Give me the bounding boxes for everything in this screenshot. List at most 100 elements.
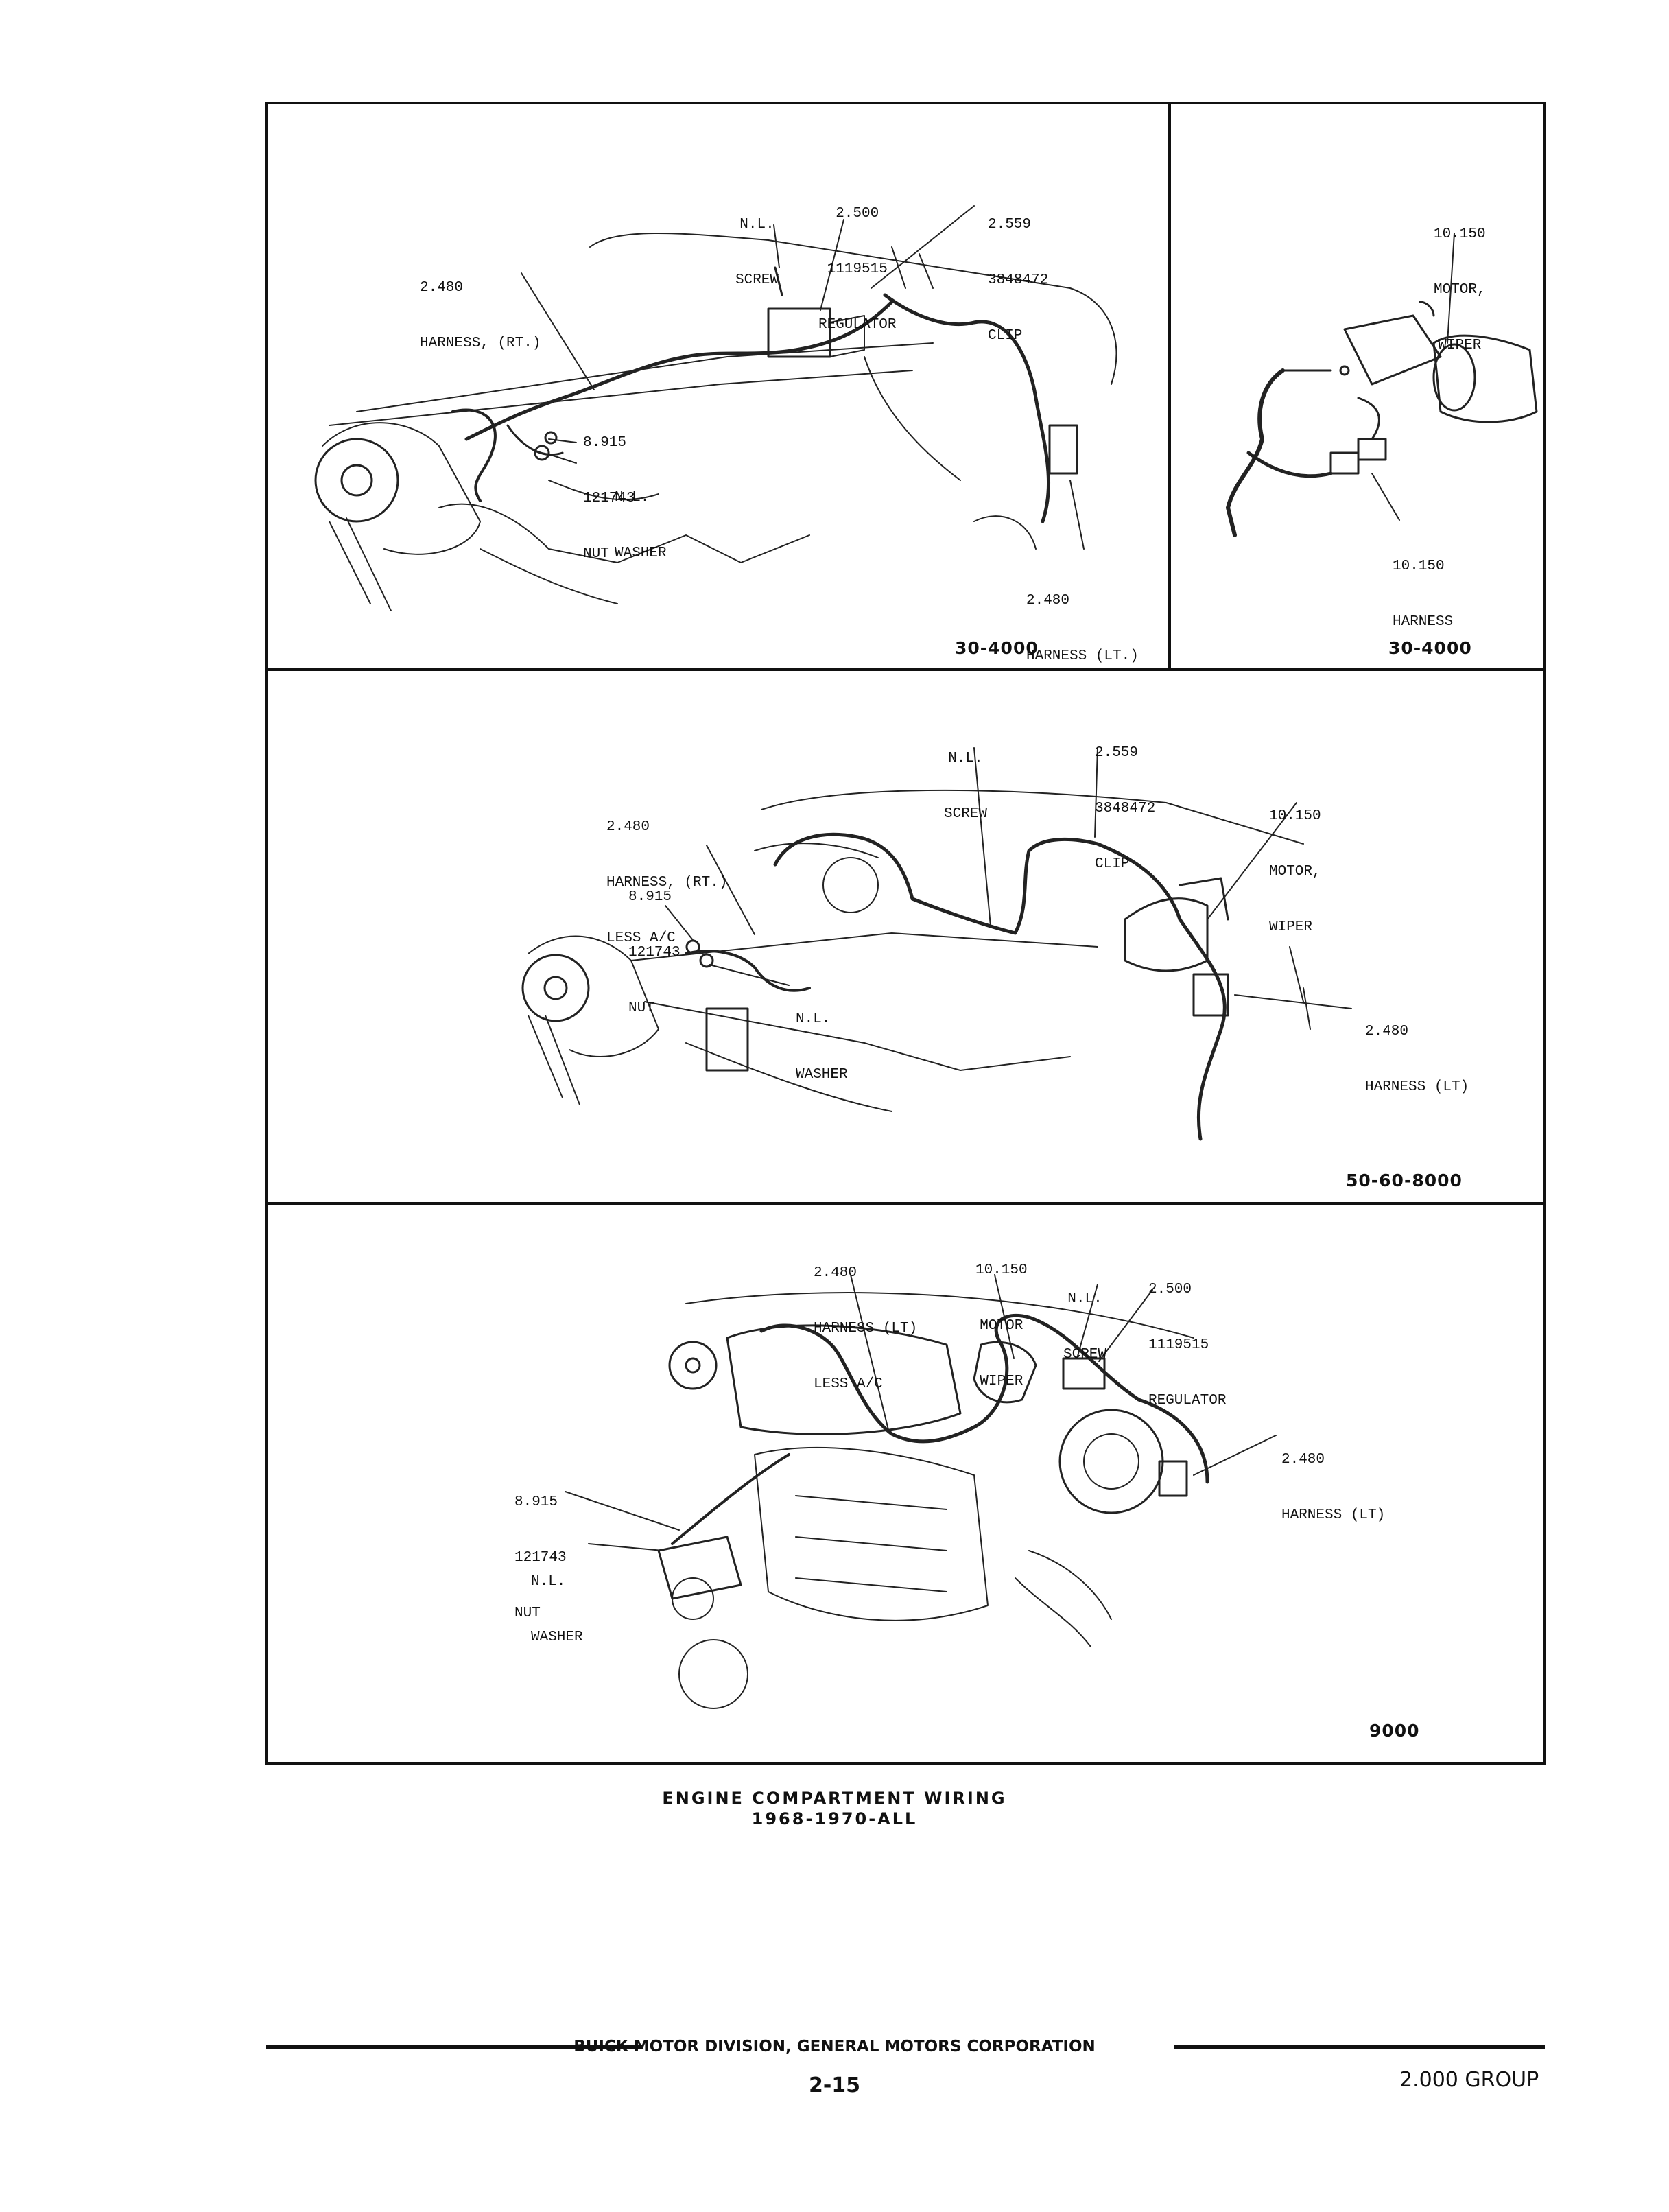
p1-screw-label-line1: N.L. [739,217,774,233]
p3-harness-lt-label: 2.480 HARNESS (LT) [1365,985,1469,1115]
p1-nut-label-line1: 8.915 [583,435,627,451]
p1-harness-rt-label: 2.480 HARNESS, (RT.) [420,242,541,371]
p4-motor-label-line1: 10.150 [975,1262,1028,1278]
p4-harness-top-label-line1: 2.480 [814,1265,857,1281]
panel-3-engine-drawing [521,789,1311,1141]
p1-nut-label: 8.915 121743 NUT [583,397,635,582]
p3-clip-label-line2: 3848472 [1095,801,1156,816]
p2-motor-label-line2: MOTOR, [1434,282,1486,298]
p3-harness-rt-label: 2.480 HARNESS, (RT.) LESS A/C [606,781,727,966]
p3-motor-label-line1: 10.150 [1269,808,1321,824]
p3-harness-rt-label-line1: 2.480 [606,819,650,835]
p1-regulator-label-line3: REGULATOR [818,317,897,333]
p1-screw-label: N.L. SCREW [735,178,779,308]
p4-screw-label-line1: N.L. [1067,1291,1102,1307]
p4-harness-lt-label: 2.480 HARNESS (LT) [1281,1413,1385,1543]
p4-nut-label-line3: NUT [514,1605,541,1621]
p3-washer-label-line1: N.L. [796,1011,831,1027]
p3-motor-label: 10.150 MOTOR, WIPER [1269,770,1321,955]
p3-nut-label-line3: NUT [628,1000,654,1016]
p4-harness-top-label-line2: HARNESS (LT) [814,1321,918,1337]
p3-washer-label: N.L. WASHER [796,973,848,1103]
p1-regulator-label-line2: 1119515 [827,261,888,277]
p4-motor-label-line2: MOTOR [980,1318,1023,1334]
p4-screw-label-line2: SCREW [1063,1347,1107,1363]
figure-caption: ENGINE COMPARTMENT WIRING 1968-1970-ALL [0,1788,1669,1829]
leader-lines [521,205,1455,1551]
panel-4-frame [265,1202,1546,1765]
p3-harness-rt-label-line3: LESS A/C [606,930,676,946]
panel-2-wiper-drawing [1226,301,1538,537]
p4-nut-label-line1: 8.915 [514,1494,558,1510]
p2-motor-label: 10.150 MOTOR, WIPER [1434,188,1486,373]
p1-regulator-label-line1: 2.500 [836,206,879,222]
p3-clip-label-line3: CLIP [1095,856,1130,872]
footer-division: BUICK MOTOR DIVISION, GENERAL MOTORS COR… [573,2038,1096,2056]
p3-clip-label-line1: 2.559 [1095,745,1139,761]
p3-motor-label-line3: WIPER [1269,919,1313,935]
p3-screw-label-line1: N.L. [948,751,983,766]
p3-washer-label-line2: WASHER [796,1067,848,1083]
panel-1-engine-drawing [314,233,1117,611]
p4-harness-top-label: 2.480 HARNESS (LT) LESS A/C [814,1227,917,1412]
p1-figure-code: 30-4000 [955,638,1039,658]
p1-nut-label-line3: NUT [583,546,609,562]
p1-washer-label: N.L. WASHER [615,451,667,581]
p3-motor-label-line2: MOTOR, [1269,864,1321,880]
footer-rule-left [266,2045,642,2049]
p1-nut-label-line2: 121743 [583,491,635,506]
p4-harness-lt-label-line2: HARNESS (LT) [1281,1507,1386,1523]
p3-nut-label-line1: 8.915 [628,889,672,905]
p4-washer-label-line2: WASHER [531,1629,583,1645]
p1-harness-lt-label: 2.480 HARNESS (LT.) [1026,554,1139,684]
p3-harness-rt-label-line2: HARNESS, (RT.) [606,875,728,891]
p1-harness-lt-label-line1: 2.480 [1026,593,1070,609]
p1-washer-label-line1: N.L. [615,490,650,506]
p2-harness-label-line2: HARNESS [1393,614,1454,630]
p3-clip-label: 2.559 3848472 CLIP [1095,707,1155,892]
p1-regulator-label: 2.500 1119515 REGULATOR [818,167,896,353]
p4-washer-label-line1: N.L. [531,1574,566,1590]
p3-nut-label-line2: 121743 [628,945,680,961]
p4-harness-lt-label-line1: 2.480 [1281,1452,1325,1468]
footer-rule-right [1174,2045,1545,2049]
p4-regulator-label-line1: 2.500 [1148,1282,1192,1297]
p1-clip-label-line1: 2.559 [988,217,1032,233]
panel-4-engine-drawing [657,1292,1209,1709]
p2-motor-label-line1: 10.150 [1434,226,1486,242]
p2-figure-code: 30-4000 [1388,638,1472,658]
p4-figure-code: 9000 [1369,1721,1420,1741]
p3-screw-label: N.L. SCREW [944,712,987,842]
p1-washer-label-line2: WASHER [615,545,667,561]
p1-clip-label-line2: 3848472 [988,272,1049,288]
p2-harness-label: 10.150 HARNESS [1393,520,1453,650]
p1-clip-label: 2.559 3848472 CLIP [988,178,1048,364]
p4-harness-top-label-line3: LESS A/C [814,1376,883,1392]
p4-screw-label: N.L. SCREW [1063,1253,1106,1382]
p4-motor-label-line3: WIPER [980,1374,1023,1389]
p3-screw-label-line2: SCREW [944,806,988,822]
p4-regulator-label-line3: REGULATOR [1148,1393,1227,1409]
caption-title: ENGINE COMPARTMENT WIRING [662,1789,1007,1808]
p3-figure-code: 50-60-8000 [1346,1170,1463,1190]
p2-motor-label-line3: WIPER [1438,338,1482,353]
p1-screw-label-line2: SCREW [735,272,779,288]
p4-nut-label: 8.915 121743 NUT [514,1456,567,1641]
p3-nut-label: 8.915 121743 NUT [628,851,680,1036]
p4-regulator-label: 2.500 1119515 REGULATOR [1148,1243,1226,1428]
p4-motor-label: 10.150 MOTOR WIPER [975,1224,1028,1409]
p2-harness-label-line1: 10.150 [1393,558,1445,574]
p1-harness-rt-label-line1: 2.480 [420,280,464,296]
p4-nut-label-line2: 121743 [514,1550,567,1566]
p1-harness-rt-label-line2: HARNESS, (RT.) [420,336,541,351]
p1-harness-lt-label-line2: HARNESS (LT.) [1026,648,1139,664]
p3-harness-lt-label-line1: 2.480 [1365,1024,1409,1039]
page-number: 2-15 [808,2073,861,2097]
p3-harness-lt-label-line2: HARNESS (LT) [1365,1079,1469,1095]
caption-years: 1968-1970-ALL [751,1809,918,1828]
group-label: 2.000 GROUP [1399,2068,1539,2092]
p4-washer-label: N.L. WASHER [531,1536,583,1665]
p1-clip-label-line3: CLIP [988,328,1023,344]
p4-regulator-label-line2: 1119515 [1148,1337,1209,1353]
